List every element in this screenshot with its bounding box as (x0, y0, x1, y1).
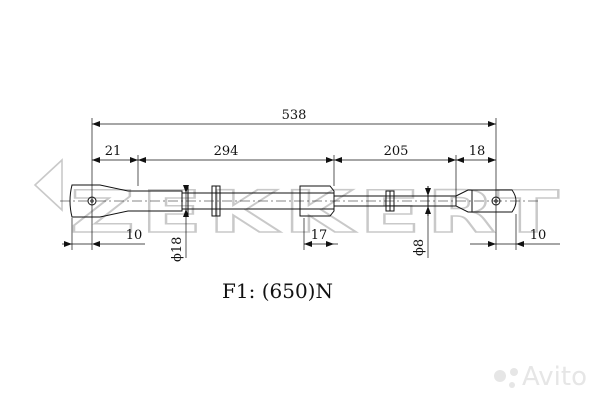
body-length-label: 294 (214, 144, 239, 159)
right-eye-offset-label: 10 (530, 228, 547, 243)
overall-length-label: 538 (282, 108, 307, 123)
left-eye-offset-label: 10 (126, 228, 143, 243)
dimension-right-eye-offset: 10 (470, 228, 560, 247)
dimension-overall: 538 (92, 108, 496, 127)
cylinder-body (181, 185, 335, 217)
body-end-offset-label: 17 (311, 228, 328, 243)
extension-lines (71, 118, 517, 250)
dimension-body-diameter: ϕ18 (170, 185, 189, 262)
body-diameter-label: ϕ18 (170, 237, 185, 262)
force-label: F1: (650)N (222, 279, 333, 303)
dimension-chain: 21 294 205 18 (92, 144, 496, 163)
dimension-body-end-offset: 17 (304, 228, 338, 247)
rod-length-label: 205 (384, 144, 409, 159)
right-end-length-label: 18 (469, 144, 486, 159)
avito-watermark: Avito (494, 362, 587, 392)
left-end-length-label: 21 (105, 144, 122, 159)
dimension-left-eye-offset: 10 (62, 228, 145, 247)
avito-watermark-text: Avito (522, 362, 587, 392)
rod-diameter-label: ϕ8 (412, 239, 427, 256)
dimension-rod-diameter: ϕ8 (412, 188, 431, 258)
